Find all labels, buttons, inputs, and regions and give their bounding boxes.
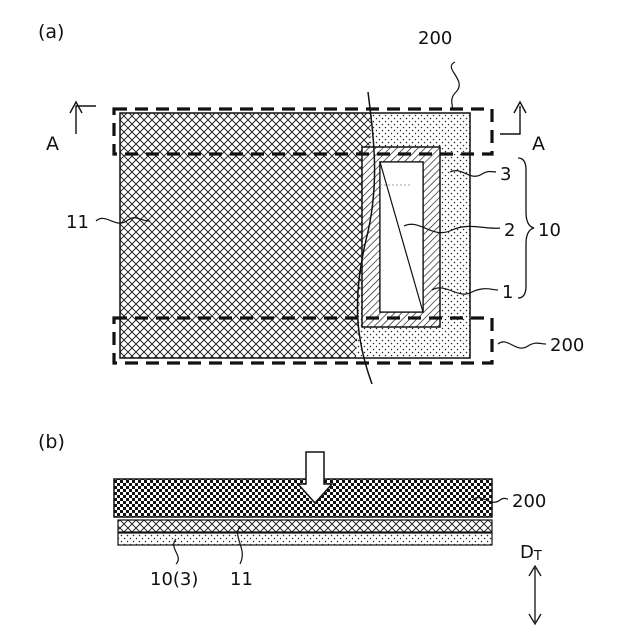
- ref-10: 10: [538, 220, 561, 241]
- ref-3: 3: [500, 164, 511, 185]
- ref-200-right: 200: [550, 335, 584, 356]
- section-marker-right: [500, 106, 520, 134]
- section-label-right: A: [532, 133, 545, 155]
- leader-200-right: [498, 342, 546, 348]
- brace-10: [518, 158, 534, 298]
- section-label-left: A: [46, 133, 59, 155]
- layer-11-b: [118, 520, 492, 532]
- ref-200-b: 200: [512, 491, 546, 512]
- section-marker-left: [76, 106, 96, 134]
- direction-label: DT: [520, 542, 542, 564]
- panel-label-b: (b): [38, 431, 65, 453]
- ref-11-b: 11: [230, 569, 253, 590]
- ref-10-3-b: 10(3): [150, 569, 198, 590]
- ref-2: 2: [504, 220, 515, 241]
- panel-label-a: (a): [38, 21, 64, 43]
- ref-11-a: 11: [66, 212, 89, 233]
- leader-200-top: [451, 62, 459, 109]
- ref-1: 1: [502, 282, 513, 303]
- ref-200-top: 200: [418, 28, 452, 49]
